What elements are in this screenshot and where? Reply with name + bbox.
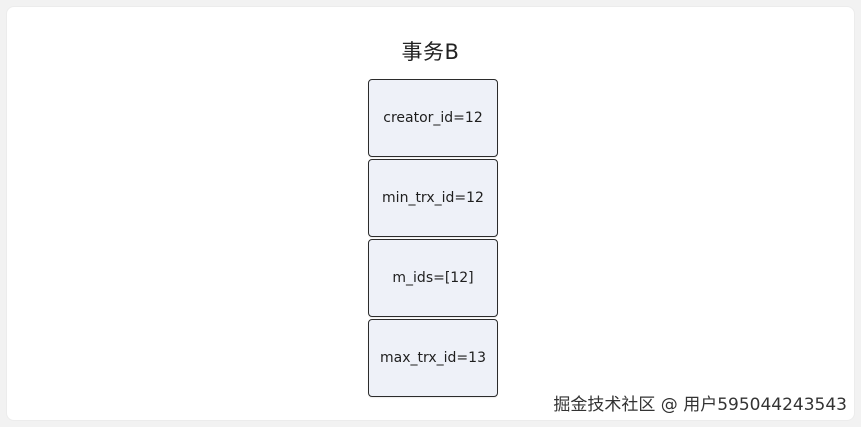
read-view-stack: creator_id=12 min_trx_id=12 m_ids=[12] m… bbox=[368, 79, 498, 399]
cell-max-trx-id: max_trx_id=13 bbox=[368, 319, 498, 397]
cell-min-trx-id: min_trx_id=12 bbox=[368, 159, 498, 237]
watermark-text: 掘金技术社区 @ 用户595044243543 bbox=[553, 395, 847, 415]
cell-creator-id: creator_id=12 bbox=[368, 79, 498, 157]
cell-m-ids: m_ids=[12] bbox=[368, 239, 498, 317]
diagram-title: 事务B bbox=[401, 40, 460, 64]
